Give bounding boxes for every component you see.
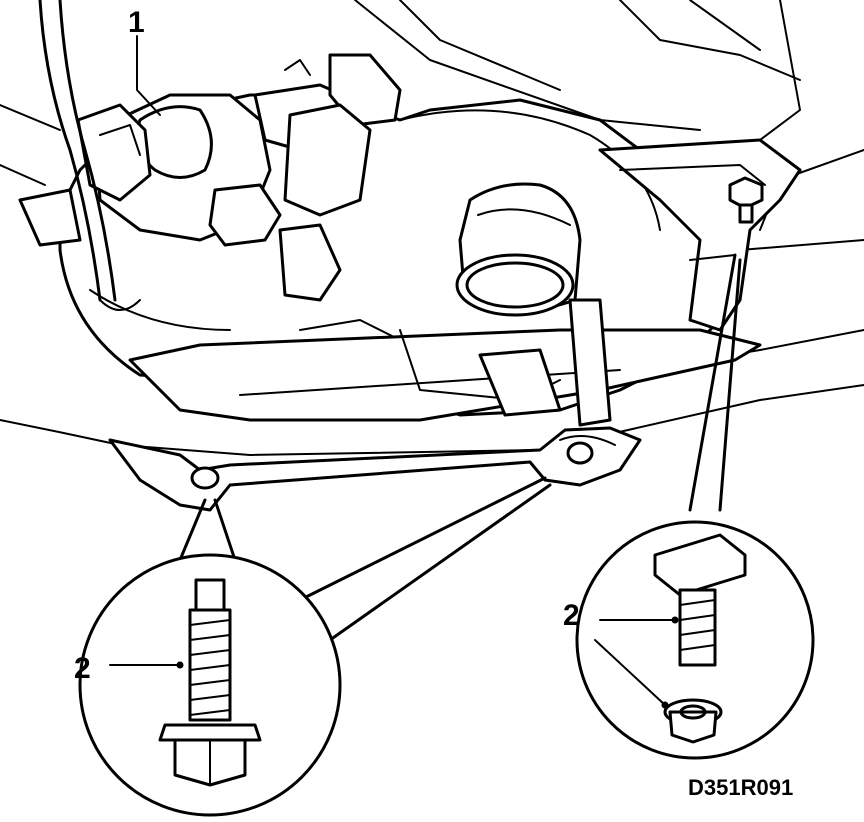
flange-nut	[663, 698, 723, 744]
t-bolt	[653, 533, 747, 667]
mounting-plate	[108, 426, 642, 512]
bracket-nut	[728, 176, 764, 224]
callout-label-2-right: 2	[563, 599, 580, 632]
detail-circle-right	[575, 520, 815, 760]
leader-lines	[178, 253, 742, 642]
callout-2-left-leader	[109, 661, 184, 669]
callout-label-2-left: 2	[74, 652, 91, 685]
body-panel-lines	[0, 0, 864, 456]
electrical-connectors	[18, 53, 402, 302]
callout-label-1: 1	[128, 6, 145, 39]
flange-bolt	[158, 578, 262, 787]
lower-rail	[128, 298, 762, 427]
callout-1-leader	[136, 35, 161, 116]
wiring-harness	[38, 0, 141, 311]
duct-outlet	[455, 182, 582, 317]
detail-circle-left	[78, 553, 342, 817]
callout-2-right-leader	[594, 616, 679, 709]
figure-code: D351R091	[688, 775, 793, 800]
